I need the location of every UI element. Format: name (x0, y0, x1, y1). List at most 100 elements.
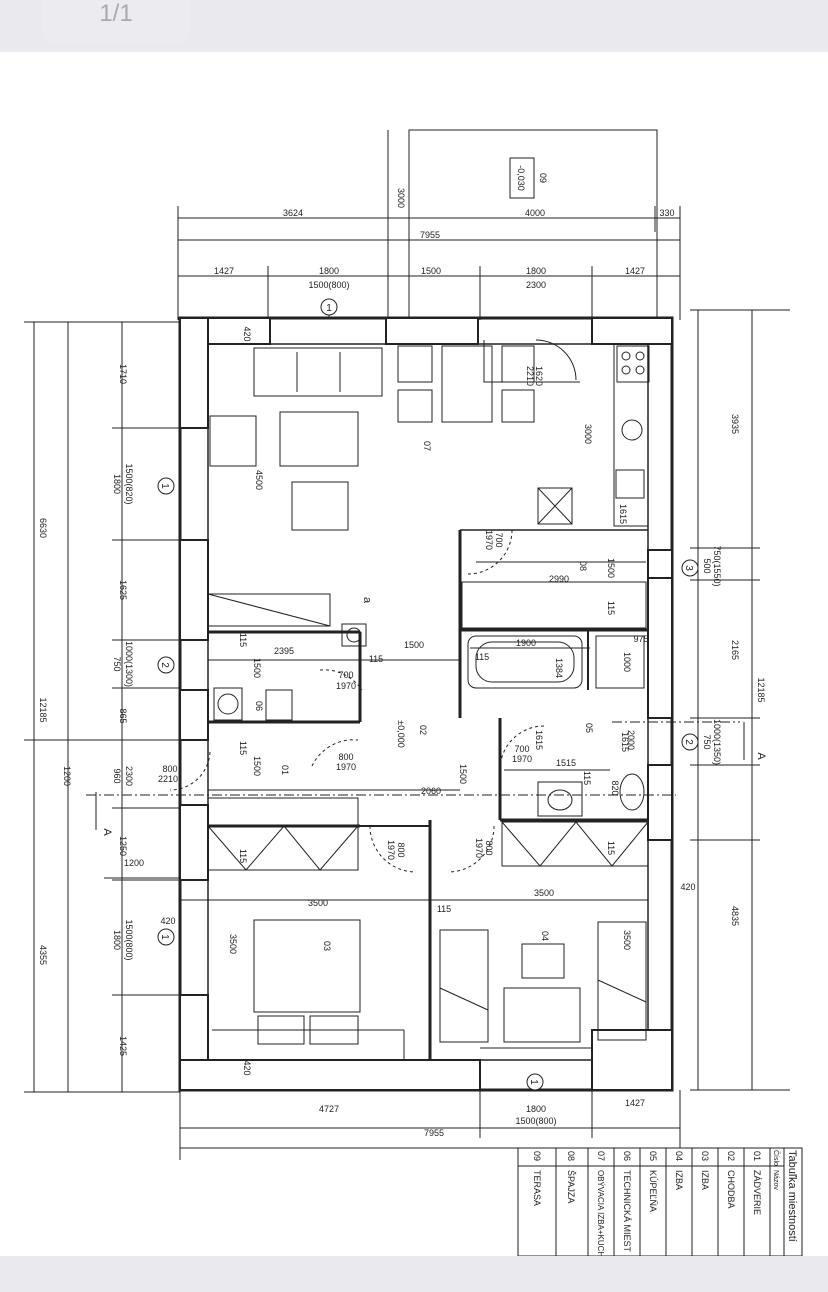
dimension-label: 800 (396, 842, 406, 857)
dimension-label: 1970 (484, 530, 494, 550)
dimension-label: 12185 (38, 697, 48, 722)
dimension-label: 1200 (124, 858, 144, 868)
dimension-label: 330 (659, 208, 674, 218)
dimension-label: 115 (238, 633, 248, 647)
legend-row-num: 08 (566, 1151, 576, 1161)
room-level-02: ±0,000 (396, 720, 406, 747)
dimension-label: 3500 (228, 934, 238, 954)
document-page[interactable]: 1 1 2 1 3 2 1 3624 4000 330 7955 1427 18… (0, 52, 828, 1256)
dimension-label: 115 (437, 904, 451, 914)
dimension-label: 12185 (756, 677, 766, 702)
dimension-label: 865 (118, 708, 128, 723)
axis-label: 3 (683, 565, 694, 571)
dimension-label: 4000 (525, 208, 545, 218)
dimension-label: 1000(1300) (124, 641, 134, 687)
dimension-label: 420 (242, 326, 252, 341)
dimension-label: 1250 (118, 836, 128, 856)
room-label-02: 02 (418, 725, 428, 735)
dimension-label: 1425 (118, 1036, 128, 1056)
room-label-03: 03 (322, 941, 332, 951)
legend-row-num: 02 (726, 1151, 736, 1161)
dimension-label: 1500 (252, 756, 262, 776)
axis-label: 1 (528, 1079, 539, 1085)
room-label-06: 06 (254, 701, 264, 711)
dimension-label: 1384 (554, 658, 564, 678)
legend-row-num: 05 (648, 1151, 658, 1161)
dimension-label: 3935 (730, 414, 740, 434)
dimension-label: 960 (112, 768, 122, 783)
dimension-label: 2300 (124, 766, 134, 786)
dimension-label: 2060 (421, 786, 441, 796)
dimension-label: 1500(800) (308, 280, 349, 290)
dimension-label: 1970 (474, 838, 484, 858)
legend-title: Tabuľka miestností (786, 1150, 798, 1242)
room-legend-table: Tabuľka miestností Číslo Názov 01 ZÁDVER… (517, 1147, 803, 1256)
axis-label: 1 (159, 483, 170, 489)
dimension-label: 4727 (319, 1104, 339, 1114)
dimension-label: 3500 (534, 888, 554, 898)
legend-row-num: 06 (622, 1151, 632, 1161)
dimension-label: 700 (338, 670, 353, 680)
dimension-label: 1427 (625, 266, 645, 276)
axis-label: 2 (683, 739, 694, 745)
dimension-label: 1515 (556, 758, 576, 768)
dimension-label: 6630 (38, 518, 48, 538)
dimension-label: 3000 (396, 188, 406, 208)
room-label-07: 07 (422, 441, 432, 451)
dimension-label: 750 (112, 656, 122, 671)
dimension-label: 4500 (254, 470, 264, 490)
axis-label: 2 (159, 662, 170, 668)
dimension-label: 4355 (38, 945, 48, 965)
dimension-label: 2395 (274, 646, 294, 656)
dimension-label: 3624 (283, 208, 303, 218)
dimension-label: 1615 (534, 730, 544, 750)
dimension-label: 1500 (404, 640, 424, 650)
dimension-label: 1200 (62, 766, 72, 786)
dimension-label: 1000 (622, 652, 632, 672)
dimension-label: 750 (702, 734, 712, 749)
dimension-label: 1500 (252, 658, 262, 678)
dimension-label: 1800 (526, 266, 546, 276)
dimension-label: 800 (484, 840, 494, 855)
room-label-05: 05 (584, 723, 594, 733)
dimension-label: 1500(800) (124, 919, 134, 960)
legend-row-num: 01 (752, 1151, 762, 1161)
dimension-label: 2300 (526, 280, 546, 290)
dimension-label: 1710 (118, 364, 128, 384)
dimension-label: 420 (242, 1060, 252, 1075)
dimension-label: 115 (475, 652, 489, 662)
legend-row-name: ŠPAJZA (566, 1170, 576, 1203)
legend-row-name: OBÝVACIA IZBA+KUCHYŇA (596, 1170, 605, 1256)
axis-label: 1 (159, 934, 170, 940)
axis-label: 1 (326, 303, 332, 314)
dimension-label: 420 (160, 916, 175, 926)
dimension-label: 500 (702, 558, 712, 573)
dimension-label: 1500(820) (124, 463, 134, 504)
dimension-label: 1800 (319, 266, 339, 276)
dimension-label: 2165 (730, 640, 740, 660)
room-label-04: 04 (540, 931, 550, 941)
dimension-label: 1500(800) (515, 1116, 556, 1126)
dimension-label: 115 (606, 841, 616, 855)
legend-row-name: IZBA (700, 1170, 710, 1190)
dimension-label: 115 (238, 741, 248, 755)
dimension-label: 1625 (118, 580, 128, 600)
dimension-label: 1500 (458, 764, 468, 784)
dimension-label: 1800 (526, 1104, 546, 1114)
page-indicator: 1/1 (42, 0, 190, 44)
section-mark-left: A (101, 828, 113, 836)
dimension-label: 700 (514, 744, 529, 754)
dimension-label: 2990 (549, 574, 569, 584)
dimension-label: 2210 (525, 366, 535, 386)
dimension-label: 1427 (625, 1098, 645, 1108)
dimension-label: 700 (494, 532, 504, 547)
section-label-a: a (361, 597, 373, 604)
dimension-label: 1800 (112, 474, 122, 494)
dimension-label: 1000(1350) (712, 719, 722, 765)
legend-row-num: 07 (596, 1151, 606, 1161)
dimension-label: 420 (680, 882, 695, 892)
legend-row-name: TECHNICKÁ MIEST (622, 1170, 632, 1253)
dimension-label: 1500 (606, 558, 616, 578)
dimension-label: 2210 (158, 774, 178, 784)
dimension-label: 1970 (336, 681, 356, 691)
